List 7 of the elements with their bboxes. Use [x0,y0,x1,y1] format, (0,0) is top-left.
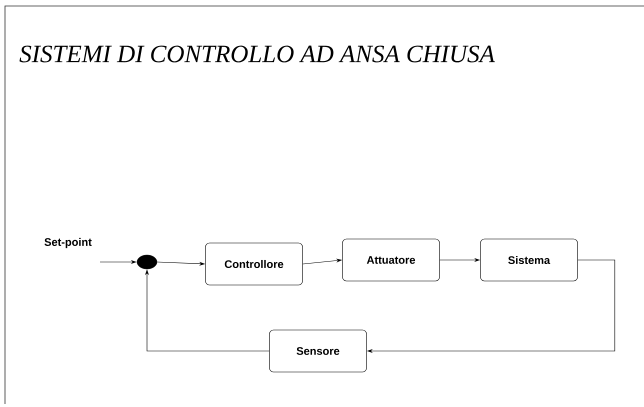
process-box: Sistema [480,238,578,282]
edge-label: Set-point [44,238,92,248]
title: SISTEMI DI CONTROLLO AD ANSA CHIUSA [20,46,495,62]
process-box: Sensore [269,330,367,372]
summing-point [136,254,158,270]
process-box: Attuatore [342,238,440,282]
process-box: Controllore [205,242,303,286]
